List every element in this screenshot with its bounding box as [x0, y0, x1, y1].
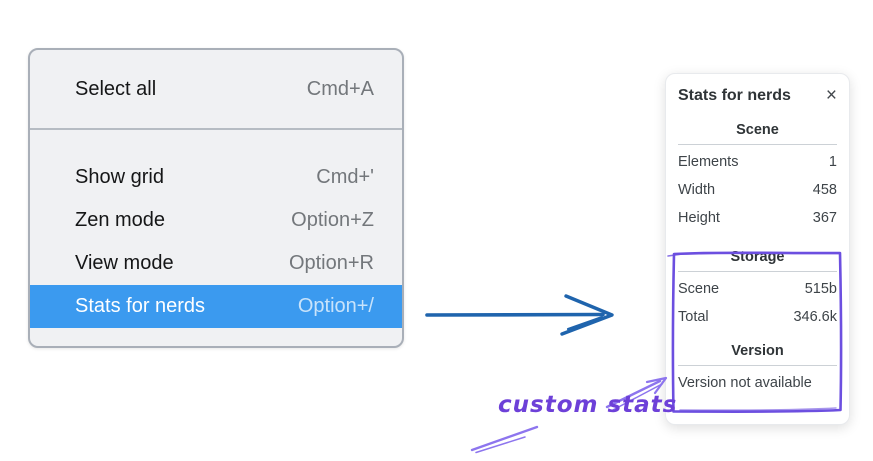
menu-group: Show grid Cmd+' Zen mode Option+Z View m…	[30, 130, 402, 328]
version-note: Version not available	[678, 375, 812, 391]
stat-row-scene-size: Scene 515b	[678, 275, 837, 303]
close-icon[interactable]: ×	[825, 85, 837, 106]
stat-label: Height	[678, 210, 720, 226]
menu-item-stats-for-nerds[interactable]: Stats for nerds Option+/	[30, 285, 402, 328]
menu-item-shortcut: Cmd+A	[306, 77, 374, 100]
menu-item-shortcut: Cmd+'	[316, 166, 374, 188]
menu-item-label: Stats for nerds	[75, 295, 206, 317]
menu-item-shortcut: Option+Z	[291, 209, 374, 231]
stat-label: Width	[678, 182, 716, 198]
stat-value: 458	[812, 182, 837, 198]
section-divider	[678, 365, 837, 366]
blue-arrow	[425, 294, 614, 336]
menu-item-show-grid[interactable]: Show grid Cmd+'	[30, 156, 402, 199]
section-heading-version: Version	[731, 343, 784, 359]
annotation-arrow-tail	[470, 425, 539, 454]
stats-panel-header: Stats for nerds ×	[678, 86, 837, 105]
context-menu: Select all Cmd+A Show grid Cmd+' Zen mod…	[28, 48, 404, 348]
menu-item-shortcut: Option+R	[288, 252, 374, 274]
stat-value: 346.6k	[793, 309, 837, 325]
section-divider	[678, 144, 837, 145]
menu-item-label: View mode	[75, 252, 174, 274]
stat-row-width: Width 458	[678, 176, 837, 204]
stat-row-total-size: Total 346.6k	[678, 303, 837, 331]
section-heading-storage: Storage	[730, 249, 785, 265]
menu-item-label: Show grid	[75, 166, 164, 188]
stat-label: Scene	[678, 281, 720, 297]
stat-label: Total	[678, 309, 709, 325]
menu-item-label: Select all	[75, 77, 157, 100]
custom-stats-annotation: custom stats	[498, 392, 678, 418]
stat-value: 515b	[804, 281, 837, 297]
stat-row-elements: Elements 1	[678, 148, 837, 176]
section-heading-scene: Scene	[736, 122, 779, 138]
section-divider	[678, 271, 837, 272]
stat-value: 1	[828, 154, 837, 170]
stat-label: Elements	[678, 154, 739, 170]
menu-item-label: Zen mode	[75, 209, 166, 231]
menu-divider	[30, 128, 402, 130]
menu-item-select-all[interactable]: Select all Cmd+A	[30, 50, 402, 128]
menu-item-zen-mode[interactable]: Zen mode Option+Z	[30, 199, 402, 242]
menu-item-shortcut: Option+/	[297, 295, 374, 317]
menu-item-view-mode[interactable]: View mode Option+R	[30, 242, 402, 285]
stats-panel-title: Stats for nerds	[678, 86, 791, 104]
stat-value: 367	[812, 210, 837, 226]
stat-row-height: Height 367	[678, 204, 837, 232]
stats-panel: Stats for nerds × Scene Elements 1 Width…	[665, 73, 850, 425]
